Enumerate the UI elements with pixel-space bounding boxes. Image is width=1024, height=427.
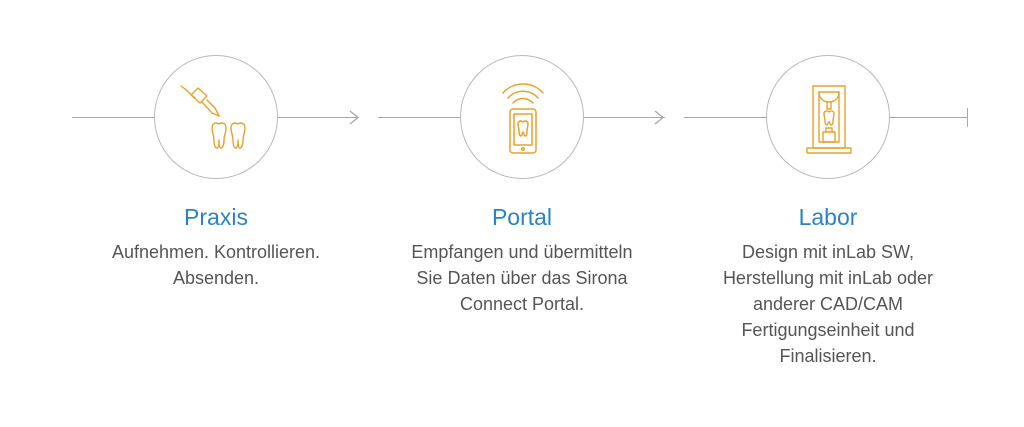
connector-line-start: [72, 117, 154, 118]
description-line: Aufnehmen. Kontrollieren.: [111, 242, 321, 262]
step-labor-description: Design mit inLab SW, Herstellung mit inL…: [678, 239, 978, 369]
arrow-right-icon: [654, 110, 665, 125]
description-line: anderer CAD/CAM: [752, 294, 904, 314]
description-line: Design mit inLab SW,: [741, 242, 915, 262]
description-line: Absenden.: [172, 268, 260, 288]
connector-line-2: [378, 117, 460, 118]
connector-line-end: [889, 117, 968, 118]
wireless-phone-icon: [502, 83, 544, 154]
step-portal-description: Empfangen und übermitteln Sie Daten über…: [372, 239, 672, 317]
description-line: Connect Portal.: [459, 294, 585, 314]
step-praxis-title: Praxis: [184, 204, 248, 230]
step-portal-circle: [460, 55, 584, 179]
description-line: Finalisieren.: [779, 346, 877, 366]
tooth-scanner-icon: [180, 85, 246, 149]
step-labor-title: Labor: [798, 204, 858, 230]
connector-line-4: [684, 117, 766, 118]
connector-line-1: [277, 117, 359, 118]
step-praxis-description: Aufnehmen. Kontrollieren. Absenden.: [66, 239, 366, 291]
milling-machine-icon: [806, 85, 852, 154]
step-praxis-circle: [154, 55, 278, 179]
end-marker: [967, 108, 968, 127]
description-line: Fertigungseinheit und: [741, 320, 915, 340]
description-line: Herstellung mit inLab oder: [722, 268, 934, 288]
arrow-right-icon: [349, 110, 360, 125]
step-portal-title: Portal: [491, 204, 553, 230]
step-labor-circle: [766, 55, 890, 179]
connector-line-3: [583, 117, 665, 118]
description-line: Empfangen und übermitteln: [411, 242, 633, 262]
description-line: Sie Daten über das Sirona: [416, 268, 628, 288]
